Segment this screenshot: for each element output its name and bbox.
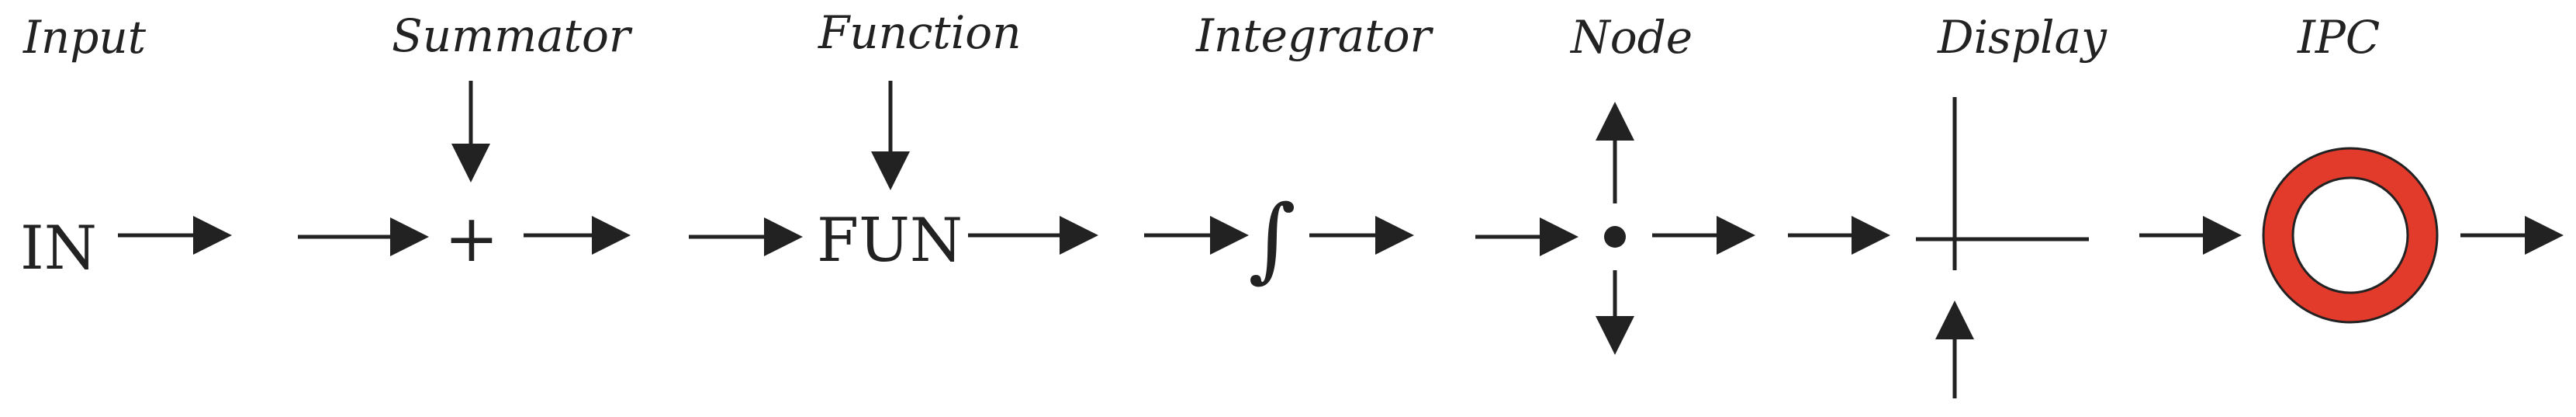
node-dot-icon xyxy=(1604,226,1626,248)
function-symbol: FUN xyxy=(817,206,963,276)
function-caption: Function xyxy=(818,6,1022,59)
ipc-caption: IPC xyxy=(2297,11,2380,64)
input-symbol: IN xyxy=(20,214,97,283)
integrator-symbol: ∫ xyxy=(1248,185,1295,292)
summator-symbol: + xyxy=(444,200,499,276)
ipc-ring-outer-edge xyxy=(2262,147,2439,324)
ipc-ring-inner-edge xyxy=(2291,176,2409,294)
summator-caption: Summator xyxy=(392,9,633,62)
input-caption: Input xyxy=(22,11,147,64)
node-caption: Node xyxy=(1569,11,1693,64)
display-caption: Display xyxy=(1937,11,2107,64)
integrator-caption: Integrator xyxy=(1195,9,1434,62)
ipc-ring-icon xyxy=(2263,148,2437,322)
